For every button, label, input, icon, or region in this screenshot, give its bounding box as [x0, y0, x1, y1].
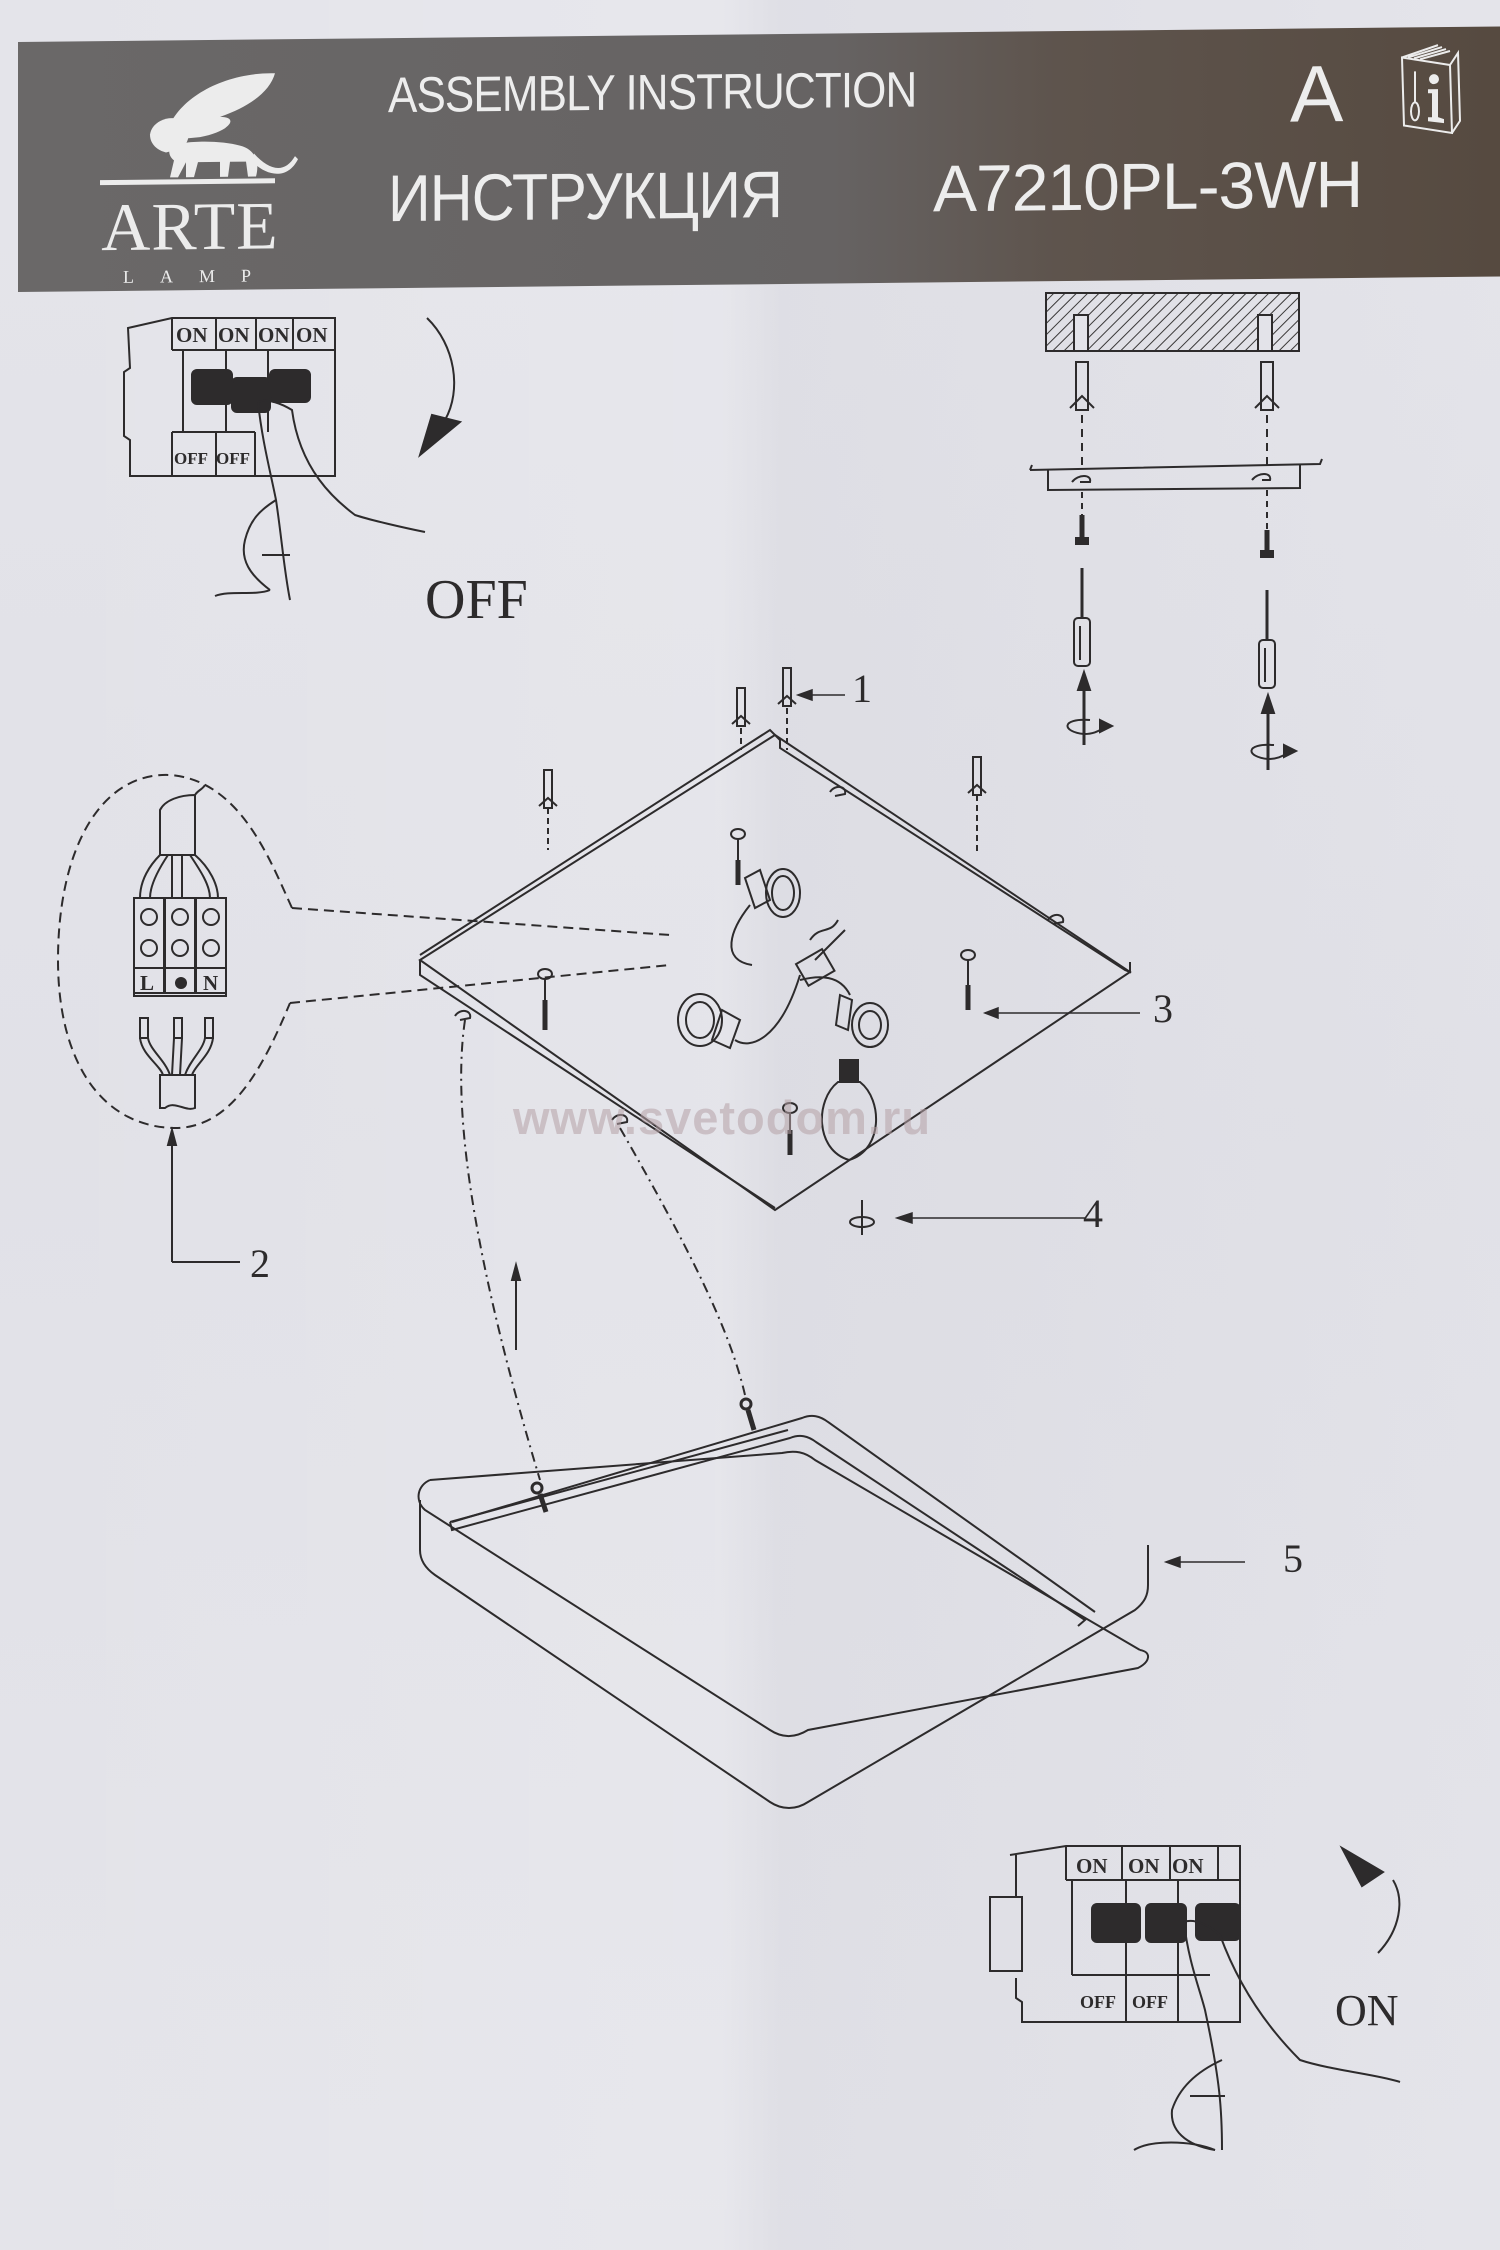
circuit-breaker-icon	[989, 1845, 1241, 2023]
switch-on-label: ON	[296, 323, 328, 347]
terminal-label-l: L	[140, 971, 154, 995]
base-plate	[418, 667, 1132, 1481]
switch-off-label: OFF	[1080, 1992, 1116, 2012]
hand-icon	[214, 399, 426, 601]
callout-leaders	[795, 688, 1245, 1569]
switch-off-label: OFF	[216, 449, 250, 468]
terminal-label-n: N	[203, 971, 218, 995]
wall-plug-icon	[1069, 361, 1280, 411]
ground-icon	[175, 977, 187, 989]
ceiling-block-icon	[1045, 292, 1300, 352]
screwdriver-icon	[1073, 568, 1276, 689]
circuit-breaker-icon	[123, 317, 336, 477]
power-off-step	[123, 317, 463, 601]
watermark: www.svetodom.ru	[513, 1091, 932, 1144]
callout-5: 5	[1283, 1536, 1303, 1581]
mounting-bracket-icon	[1029, 458, 1323, 492]
power-on-switch-labels: ON ON ON OFF OFF	[1076, 1854, 1204, 2012]
switch-on-label: ON	[176, 323, 208, 347]
screw-icon	[537, 828, 976, 1155]
mounting-detail	[1029, 292, 1323, 770]
arte-lamp-logo: ARTE LAMP	[70, 61, 310, 287]
switch-on-label: ON	[258, 323, 290, 347]
wire-cable-top-icon	[139, 784, 219, 899]
winged-lion-logo-icon	[100, 73, 298, 186]
header-band: ARTE LAMP ASSEMBLY INSTRUCTION ИНСТРУКЦИ…	[18, 26, 1500, 292]
switch-off-label: OFF	[1132, 1992, 1168, 2012]
power-on-label: ON	[1335, 1986, 1399, 2035]
callout-4: 4	[1083, 1191, 1103, 1236]
wiring-detail: L N	[56, 773, 671, 1263]
callout-2: 2	[250, 1241, 270, 1286]
power-on-step	[989, 1845, 1401, 2151]
curved-arrow-down-icon	[418, 317, 463, 458]
switch-on-label: ON	[1076, 1854, 1108, 1878]
shade-screw-icon	[530, 1397, 757, 1513]
power-off-label: OFF	[425, 569, 528, 631]
light-bulb-icon	[820, 1059, 878, 1162]
switch-on-label: ON	[218, 323, 250, 347]
callout-1: 1	[852, 666, 872, 711]
switch-on-label: ON	[1172, 1854, 1204, 1878]
switch-on-label: ON	[1128, 1854, 1160, 1878]
lamp-socket-cluster-icon	[677, 868, 889, 1050]
bulb-cap-icon	[849, 1200, 875, 1235]
rotate-arrow-icon	[1066, 668, 1299, 770]
lamp-shade	[417, 1397, 1149, 1809]
hand-icon	[1133, 1920, 1401, 2151]
switch-off-label: OFF	[174, 449, 208, 468]
screw-icon	[1075, 515, 1274, 558]
wire-cable-bottom-icon	[139, 1017, 214, 1110]
callout-3: 3	[1153, 986, 1173, 1031]
terminal-block-icon	[133, 897, 227, 997]
manual-info-icon	[1400, 44, 1462, 135]
power-off-switch-labels: ON ON ON ON OFF OFF	[174, 323, 328, 468]
curved-arrow-up-icon	[1339, 1845, 1401, 1954]
wall-plug-icon	[538, 667, 987, 809]
